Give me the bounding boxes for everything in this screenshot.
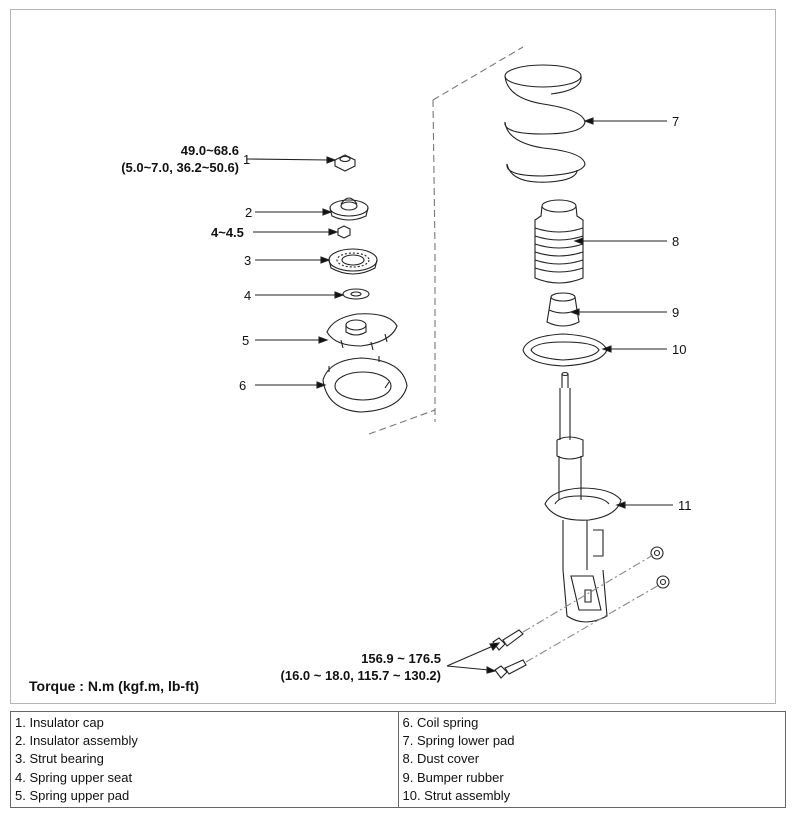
legend-column-left: 1. Insulator cap 2. Insulator assembly 3… — [10, 710, 399, 809]
small-nut-icon — [337, 225, 351, 239]
exploded-view-diagram: 49.0~68.6 (5.0~7.0, 36.2~50.6) 1 2 4~4.5… — [10, 9, 776, 704]
callout-4: 4 — [244, 288, 252, 303]
bumper-rubber-icon — [546, 292, 580, 327]
torque-cap-alt: (5.0~7.0, 36.2~50.6) — [121, 160, 239, 175]
legend-item: 5. Spring upper pad — [15, 787, 130, 803]
legend-item: 10. Strut assembly — [402, 787, 511, 803]
callout-6: 6 — [239, 378, 247, 393]
torque-cap-range: 49.0~68.6 — [180, 143, 239, 158]
legend-item: 6. Coil spring — [402, 715, 479, 730]
parts-legend-table: 1. Insulator cap 2. Insulator assembly 3… — [10, 710, 786, 809]
strut-assembly-icon — [544, 371, 622, 623]
legend-item: 8. Dust cover — [402, 751, 480, 767]
legend-item: 9. Bumper rubber — [402, 769, 504, 785]
insulator-assembly-icon — [329, 197, 369, 221]
callout-3: 3 — [244, 253, 252, 268]
legend-item: 2. Insulator assembly — [15, 733, 138, 749]
callout-5: 5 — [242, 333, 250, 348]
mount-group-outline — [368, 46, 524, 435]
legend-item: 7. Spring lower pad — [402, 733, 515, 749]
lower-nut-icon — [650, 546, 670, 589]
callout-10: 10 — [672, 342, 687, 357]
torque-bolt-alt: (16.0 ~ 18.0, 115.7 ~ 130.2) — [280, 668, 441, 683]
torque-unit-note: Torque : N.m (kgf.m, lb-ft) — [29, 678, 200, 694]
insulator-cap-icon — [334, 154, 356, 172]
dust-cover-icon — [534, 199, 584, 284]
callout-8: 8 — [672, 234, 680, 249]
torque-bolt-range: 156.9 ~ 176.5 — [361, 651, 441, 666]
callout-7: 7 — [672, 114, 680, 129]
strut-assembly-drawing — [246, 46, 673, 679]
legend-item: 4. Spring upper seat — [15, 769, 133, 785]
callout-9: 9 — [672, 305, 680, 320]
callout-1: 1 — [243, 152, 251, 167]
spring-upper-seat-icon — [342, 288, 370, 300]
spring-lower-pad-icon — [522, 333, 608, 367]
spring-upper-pad-icon — [326, 313, 398, 351]
spring-seat-plate-icon — [322, 356, 408, 413]
callout-11: 11 — [678, 498, 692, 513]
coil-spring-icon — [504, 64, 586, 183]
strut-bearing-icon — [328, 248, 378, 275]
lower-bolt-icon — [492, 629, 527, 679]
legend-item: 3. Strut bearing — [15, 751, 104, 767]
torque-small-nut: 4~4.5 — [211, 225, 244, 240]
callout-2: 2 — [245, 205, 253, 220]
legend-item: 1. Insulator cap — [15, 715, 104, 730]
legend-column-right: 6. Coil spring 7. Spring lower pad 8. Du… — [397, 710, 786, 809]
